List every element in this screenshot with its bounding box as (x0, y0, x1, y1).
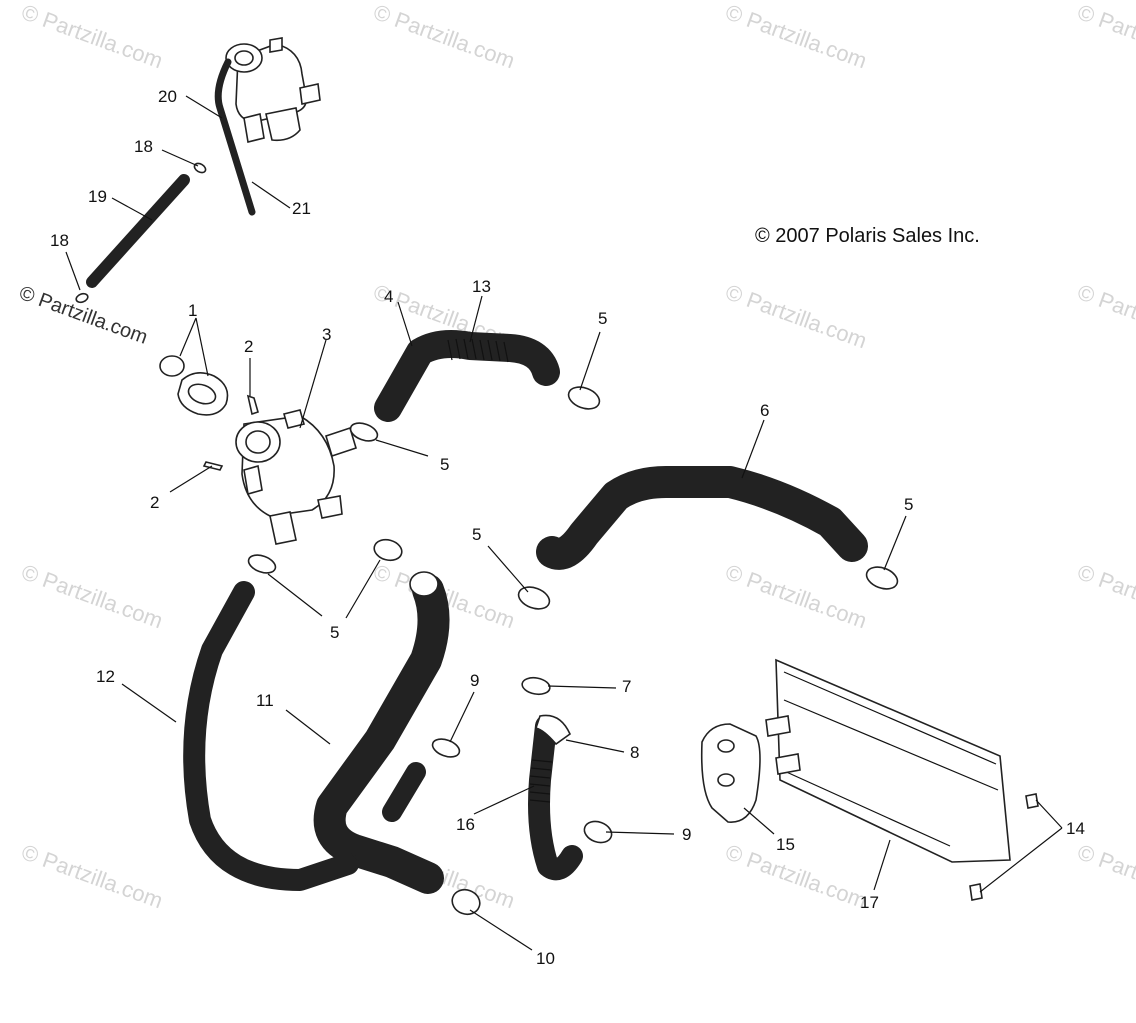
callout-20: 20 (158, 87, 177, 106)
watermark: © Partzilla.com (1074, 559, 1136, 633)
callout-5: 5 (598, 309, 607, 328)
callout-19: 19 (88, 187, 107, 206)
corrugated-hose-16 (528, 714, 583, 881)
watermark: © Partzilla.com (722, 559, 870, 633)
vent-tube-19 (86, 174, 190, 288)
callout-11: 11 (256, 691, 274, 710)
watermark: © Partzilla.com (722, 0, 870, 73)
right-hose-6 (536, 466, 868, 570)
watermark: © Partzilla.com (18, 559, 166, 633)
hose-clamps (247, 386, 899, 916)
filler-neck-housing (235, 409, 357, 545)
callout-17: 17 (860, 893, 879, 912)
watermark: © Partzilla.com (1074, 279, 1136, 353)
callout-1: 1 (188, 301, 197, 320)
callout-13: 13 (472, 277, 491, 296)
watermark: © Partzilla.com (18, 839, 166, 913)
plug-18-top (193, 162, 207, 174)
heat-exchanger (700, 658, 1039, 901)
watermark: © Partzilla.com (370, 0, 518, 73)
watermark: © Partzilla.com (1074, 0, 1136, 73)
callout-18: 18 (50, 231, 69, 250)
callout-15: 15 (776, 835, 795, 854)
plug-18-bottom (75, 292, 89, 304)
watermark: © Partzilla.com (722, 279, 870, 353)
watermark: © Partzilla.com (1074, 839, 1136, 913)
watermark: © Partzilla.com (18, 0, 166, 73)
callout-14: 14 (1066, 819, 1085, 838)
callout-3: 3 (322, 325, 331, 344)
upper-hose-4-13 (374, 330, 560, 422)
callout-7: 7 (622, 677, 631, 696)
leader-lines (65, 95, 1063, 951)
callout-2: 2 (244, 337, 253, 356)
callout-5: 5 (440, 455, 449, 474)
callout-5: 5 (472, 525, 481, 544)
watermark-dark: © Partzilla.com (16, 282, 150, 349)
callouts: 20 18 19 21 18 1 2 3 4 13 5 5 2 6 5 5 5 … (50, 87, 1085, 968)
callout-2: 2 (150, 493, 159, 512)
callout-4: 4 (384, 287, 393, 306)
callout-8: 8 (630, 743, 639, 762)
callout-6: 6 (760, 401, 769, 420)
overflow-bottle (214, 37, 321, 216)
callout-9: 9 (682, 825, 691, 844)
callout-21: 21 (292, 199, 311, 218)
middle-hose-11 (313, 571, 450, 894)
screw-2-top (246, 394, 259, 416)
callout-12: 12 (96, 667, 115, 686)
radiator-cap (159, 355, 229, 416)
copyright-text: © 2007 Polaris Sales Inc. (755, 225, 980, 247)
callout-5: 5 (904, 495, 913, 514)
callout-9: 9 (470, 671, 479, 690)
screw-2-bottom (202, 461, 224, 471)
watermark: © Partzilla.com (722, 839, 870, 913)
callout-18: 18 (134, 137, 153, 156)
callout-10: 10 (536, 949, 555, 968)
left-hose-12 (183, 581, 359, 891)
callout-16: 16 (456, 815, 475, 834)
callout-5: 5 (330, 623, 339, 642)
